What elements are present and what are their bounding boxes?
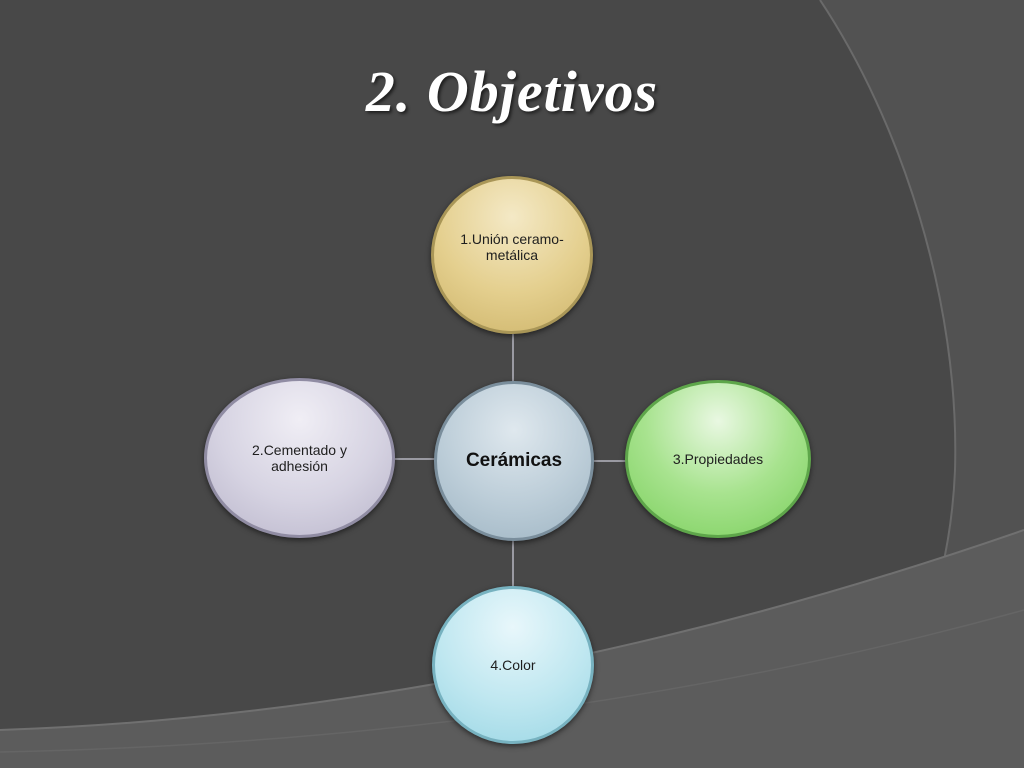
node-propiedades: 3.Propiedades <box>625 380 811 538</box>
node-bottom-label: 4.Color <box>490 657 536 673</box>
node-center-label: Cerámicas <box>465 450 563 471</box>
node-top-label: 1.Unión ceramo-metálica <box>460 231 564 263</box>
connector-right <box>593 460 626 462</box>
connector-bottom <box>512 540 514 587</box>
node-union-ceramo-metalica: 1.Unión ceramo-metálica <box>431 176 593 334</box>
node-color: 4.Color <box>432 586 594 744</box>
slide-title: 2. Objetivos <box>365 59 659 124</box>
node-left-label: 2.Cementado y adhesión <box>252 442 347 474</box>
connector-top <box>512 334 514 382</box>
node-cementado-adhesion: 2.Cementado y adhesión <box>204 378 395 538</box>
node-right-label: 3.Propiedades <box>672 451 764 467</box>
connector-left <box>395 458 435 460</box>
node-ceramicas: Cerámicas <box>434 381 594 541</box>
